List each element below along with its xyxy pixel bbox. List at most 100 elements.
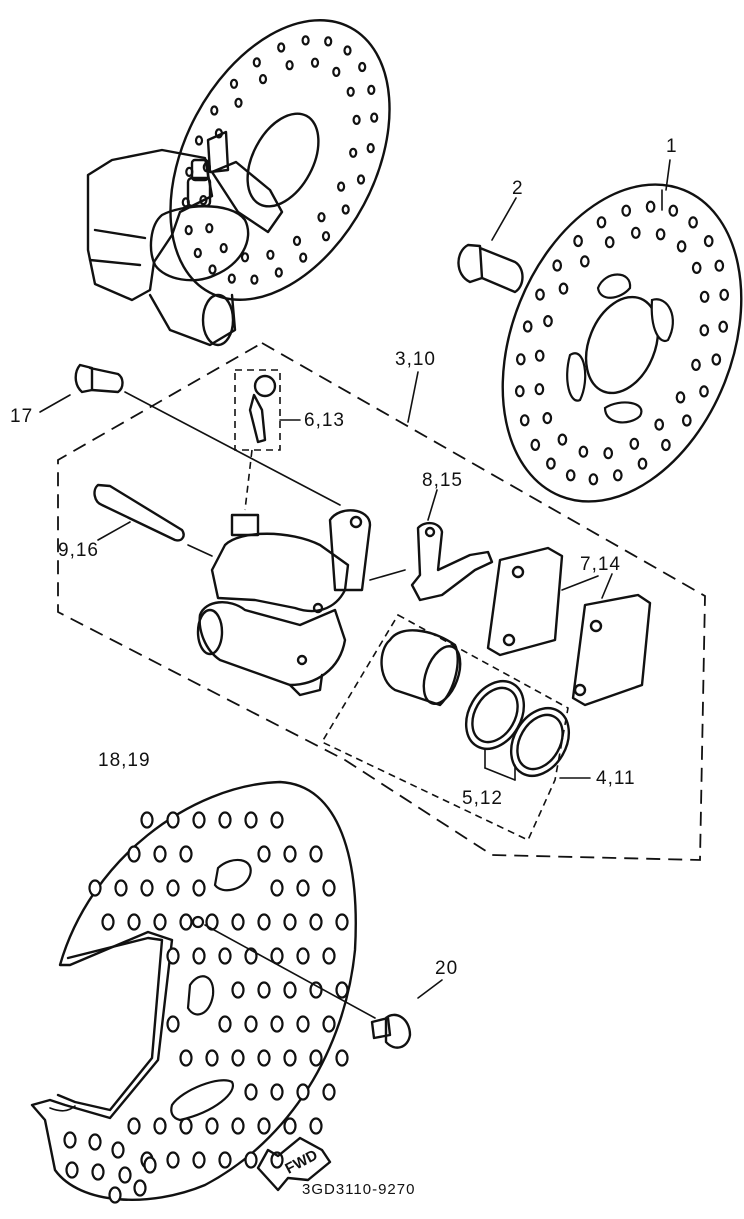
seal-ring-b (509, 707, 571, 777)
disc-outline (501, 183, 743, 503)
hole (108, 1186, 122, 1204)
hole (283, 913, 297, 931)
hole (65, 1161, 79, 1179)
hole (270, 1015, 284, 1033)
hole (118, 1166, 132, 1184)
hole (366, 143, 375, 154)
hole (341, 204, 350, 215)
hole (101, 913, 115, 931)
hole (63, 1131, 77, 1149)
callout-bolt-disc: 2 (512, 178, 524, 199)
hole (604, 236, 615, 249)
hole (127, 845, 141, 863)
hole (343, 45, 352, 56)
hole (283, 1117, 297, 1135)
hole (231, 981, 245, 999)
hole (542, 412, 553, 425)
hole (257, 913, 271, 931)
hole (240, 252, 250, 263)
pad-a (486, 546, 564, 657)
hole (522, 320, 533, 333)
hole (193, 247, 202, 259)
hole (257, 981, 271, 999)
hole (231, 1117, 245, 1135)
disc-slot (596, 273, 632, 299)
hole (133, 1179, 147, 1197)
hole (573, 234, 583, 248)
assembled-bleed-screw (186, 176, 212, 208)
hole (534, 349, 545, 362)
part-17-bolt: 17 (10, 363, 341, 506)
hole (324, 36, 333, 47)
hole (514, 385, 525, 398)
hole (184, 225, 193, 236)
hole (691, 261, 702, 274)
hole (244, 1015, 258, 1033)
hole (681, 414, 692, 427)
hole (299, 252, 308, 263)
hole (210, 105, 219, 116)
hole (285, 60, 294, 71)
hole (699, 385, 709, 398)
hole (111, 1141, 125, 1159)
hole (252, 57, 261, 68)
hole (205, 1049, 219, 1067)
part-6-13-bleed-screw: 6,13 (234, 369, 344, 511)
hole (637, 457, 648, 470)
hole (668, 204, 679, 217)
hole (153, 845, 167, 863)
hole (140, 879, 154, 897)
hole (332, 66, 341, 78)
hole (257, 1117, 271, 1135)
hole (218, 1015, 232, 1033)
hole (277, 42, 286, 53)
disc-hub (584, 295, 660, 395)
hole (699, 324, 710, 337)
hole (335, 913, 349, 931)
part-20-screw: 20 (370, 958, 458, 1049)
hole (579, 255, 590, 268)
hole (250, 274, 259, 285)
hole (192, 879, 206, 897)
disc-slot (650, 298, 674, 343)
hole (219, 243, 228, 254)
hole (114, 879, 128, 897)
hole (270, 811, 284, 829)
hole (335, 981, 349, 999)
hole (558, 282, 569, 295)
hole (629, 437, 640, 450)
cover-slot (213, 858, 252, 892)
cover-slot (170, 1079, 235, 1122)
hole (603, 447, 614, 460)
hole (270, 1151, 284, 1169)
callout-piston-seal-kit: 4,11 (596, 768, 636, 789)
hole (675, 391, 686, 404)
hole (270, 947, 284, 965)
hole (515, 353, 526, 366)
hole (208, 264, 217, 275)
hole (691, 358, 701, 371)
callout-screw-cover: 20 (435, 958, 458, 979)
hole (630, 226, 641, 239)
hole (257, 1049, 271, 1067)
hole (194, 135, 204, 146)
hole (218, 1151, 232, 1169)
hole (266, 249, 275, 260)
hole (179, 845, 193, 863)
hole (166, 947, 180, 965)
hole (322, 1083, 336, 1101)
hole (310, 57, 320, 68)
callout-pad-support: 8,15 (422, 470, 463, 491)
hole (244, 1151, 258, 1169)
hole (153, 913, 167, 931)
hole (218, 811, 232, 829)
hole (645, 200, 656, 213)
caliper-body (196, 509, 406, 697)
callout-disc: 1 (666, 136, 678, 157)
hole (166, 1015, 180, 1033)
hole (205, 223, 214, 234)
hole (127, 1117, 141, 1135)
hole (309, 981, 323, 999)
hole (596, 216, 607, 229)
